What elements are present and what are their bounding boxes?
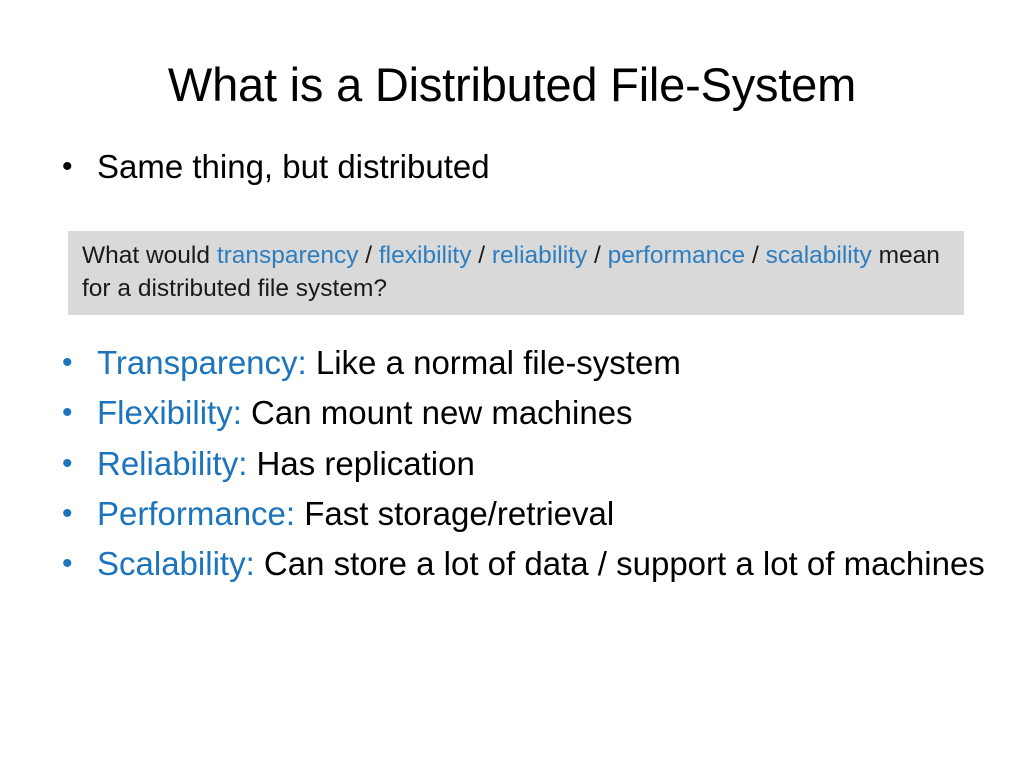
callout-box: What would transparency / flexibility / … [68,231,964,316]
list-item-detail: Like a normal file-system [306,344,681,381]
definition-list: • Transparency: Like a normal file-syste… [55,344,985,583]
list-item-detail: Can store a lot of data / support a lot … [254,545,985,583]
callout-separator-3: / [587,242,608,269]
list-item-detail: Has replication [247,444,475,482]
intro-bullet-text: Same thing, but distributed [97,148,490,185]
bullet-icon: • [62,446,73,480]
callout-term-scalability: scalability [765,242,872,269]
list-item-term: Reliability: [97,444,248,482]
callout-term-reliability: reliability [491,242,588,269]
list-item-detail: Can mount new machines [241,394,633,432]
bullet-icon: • [62,346,73,379]
callout-prefix: What would [82,242,217,269]
callout-separator-4: / [745,242,766,269]
list-item-text: Flexibility: Can mount new machines [97,394,985,432]
callout-term-transparency: transparency [216,242,359,269]
list-item-term: Performance: [97,494,296,532]
intro-bullet: • Same thing, but distributed [55,148,985,186]
list-item-text: Performance: Fast storage/retrieval [97,495,985,533]
list-item-term: Flexibility: [97,394,242,432]
list-item-scalability: • Scalability: Can store a lot of data /… [55,545,985,583]
list-item-term: Transparency: [97,344,307,381]
callout-term-performance: performance [607,242,746,269]
list-item-transparency: • Transparency: Like a normal file-syste… [55,344,985,382]
bullet-icon: • [62,547,73,581]
bullet-icon: • [62,396,73,430]
bullet-icon: • [62,150,73,183]
list-item-text: Transparency: Like a normal file-system [97,344,985,382]
callout-suffix: mean for a distributed file system? [82,242,940,302]
slide-body: • Same thing, but distributed What would… [55,148,985,582]
page-title: What is a Distributed File-System [167,58,857,112]
list-item-term: Scalability: [97,545,255,583]
list-item-performance: • Performance: Fast storage/retrieval [55,495,985,533]
bullet-icon: • [62,496,73,530]
callout-term-flexibility: flexibility [378,242,472,269]
callout-separator-1: / [358,242,379,269]
list-item-flexibility: • Flexibility: Can mount new machines [55,394,985,432]
callout-separator-2: / [471,242,492,269]
list-item-text: Reliability: Has replication [97,445,985,483]
list-item-detail: Fast storage/retrieval [295,494,615,532]
list-item-text: Scalability: Can store a lot of data / s… [97,545,985,583]
list-item-reliability: • Reliability: Has replication [55,445,985,483]
